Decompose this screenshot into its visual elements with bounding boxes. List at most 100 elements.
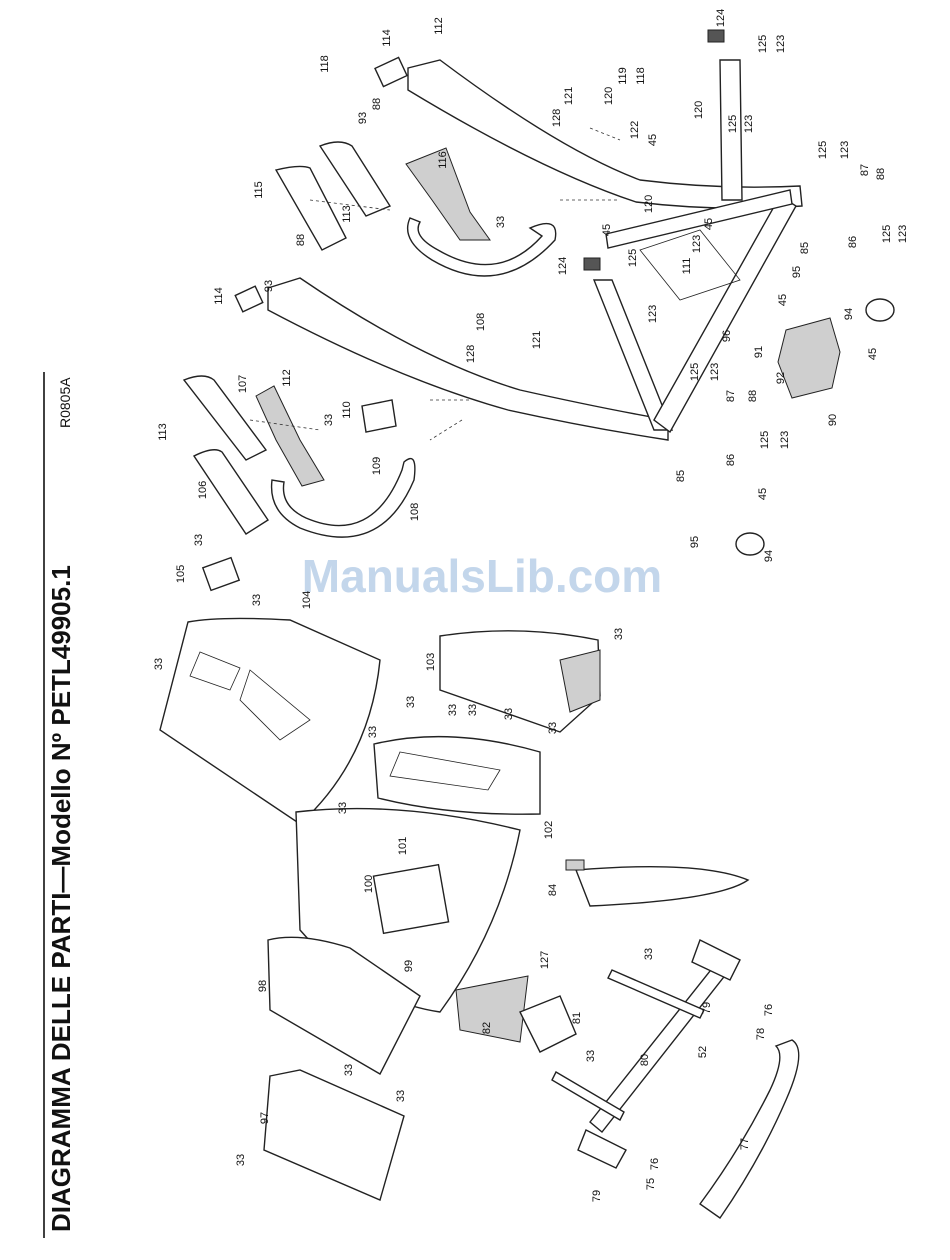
part-label-33: 33 xyxy=(547,722,559,734)
part-label-91: 91 xyxy=(753,346,765,358)
part-label-75: 75 xyxy=(645,1178,657,1190)
part-label-123: 123 xyxy=(779,431,791,449)
part-label-80: 80 xyxy=(639,1054,651,1066)
part-label-125: 125 xyxy=(881,225,893,243)
part-label-123: 123 xyxy=(691,235,703,253)
part-label-112: 112 xyxy=(281,369,293,387)
part-label-114: 114 xyxy=(381,29,393,47)
part-label-116: 116 xyxy=(437,151,449,169)
part-label-115: 115 xyxy=(253,181,265,199)
part-label-113: 113 xyxy=(341,205,353,223)
part-label-125: 125 xyxy=(727,115,739,133)
part-label-86: 86 xyxy=(725,454,737,466)
part-label-114: 114 xyxy=(213,287,225,305)
part-label-33: 33 xyxy=(153,658,165,670)
part-label-120: 120 xyxy=(603,87,615,105)
part-label-111: 111 xyxy=(681,258,693,275)
part-label-121: 121 xyxy=(563,87,575,105)
part-label-78: 78 xyxy=(755,1028,767,1040)
part-label-33: 33 xyxy=(585,1050,597,1062)
part-label-79: 79 xyxy=(591,1190,603,1202)
part-label-88: 88 xyxy=(371,98,383,110)
part-label-87: 87 xyxy=(725,390,737,402)
part-label-33: 33 xyxy=(495,216,507,228)
part-label-121: 121 xyxy=(531,331,543,349)
part-label-123: 123 xyxy=(743,115,755,133)
part-label-92: 92 xyxy=(775,372,787,384)
part-label-125: 125 xyxy=(757,35,769,53)
part-label-100: 100 xyxy=(363,875,375,893)
part-label-33: 33 xyxy=(503,708,515,720)
part-label-118: 118 xyxy=(319,55,331,73)
part-label-45: 45 xyxy=(647,134,659,146)
part-label-94: 94 xyxy=(763,550,775,562)
part-label-45: 45 xyxy=(757,488,769,500)
part-label-110: 110 xyxy=(341,401,353,419)
part-label-96: 96 xyxy=(721,330,733,342)
part-label-108: 108 xyxy=(475,313,487,331)
part-label-33: 33 xyxy=(467,704,479,716)
part-label-88: 88 xyxy=(747,390,759,402)
part-label-88: 88 xyxy=(875,168,887,180)
part-label-125: 125 xyxy=(627,249,639,267)
part-label-112: 112 xyxy=(433,17,445,35)
part-label-87: 87 xyxy=(859,164,871,176)
part-label-128: 128 xyxy=(551,109,563,127)
part-label-33: 33 xyxy=(323,414,335,426)
part-label-123: 123 xyxy=(775,35,787,53)
part-label-33: 33 xyxy=(193,534,205,546)
part-label-120: 120 xyxy=(643,195,655,213)
part-label-105: 105 xyxy=(175,565,187,583)
part-label-86: 86 xyxy=(847,236,859,248)
console-shells xyxy=(159,556,750,1201)
base-frame xyxy=(519,939,800,1219)
part-label-94: 94 xyxy=(843,308,855,320)
part-label-125: 125 xyxy=(759,431,771,449)
part-label-118: 118 xyxy=(635,67,647,85)
part-label-95: 95 xyxy=(791,266,803,278)
part-label-45: 45 xyxy=(777,294,789,306)
part-label-113: 113 xyxy=(157,423,169,441)
part-label-77: 77 xyxy=(739,1138,751,1150)
part-label-108: 108 xyxy=(409,503,421,521)
part-label-119: 119 xyxy=(617,67,629,85)
part-label-33: 33 xyxy=(395,1090,407,1102)
upright-frame xyxy=(182,29,895,556)
part-label-127: 127 xyxy=(539,951,551,969)
part-label-125: 125 xyxy=(817,141,829,159)
part-label-128: 128 xyxy=(465,345,477,363)
part-label-104: 104 xyxy=(301,591,313,609)
part-label-102: 102 xyxy=(543,821,555,839)
part-label-33: 33 xyxy=(337,802,349,814)
part-label-76: 76 xyxy=(763,1004,775,1016)
part-label-85: 85 xyxy=(675,470,687,482)
watermark: ManualsLib.com xyxy=(302,550,662,602)
part-label-90: 90 xyxy=(827,414,839,426)
part-label-97: 97 xyxy=(259,1112,271,1124)
page-title: DIAGRAMMA DELLE PARTI—Modello Nº PETL499… xyxy=(46,565,76,1232)
part-label-101: 101 xyxy=(397,837,409,855)
part-label-45: 45 xyxy=(867,348,879,360)
part-label-84: 84 xyxy=(547,884,559,896)
part-label-106: 106 xyxy=(197,481,209,499)
part-label-33: 33 xyxy=(343,1064,355,1076)
part-label-123: 123 xyxy=(839,141,851,159)
part-label-123: 123 xyxy=(897,225,909,243)
part-label-123: 123 xyxy=(709,363,721,381)
part-label-82: 82 xyxy=(481,1022,493,1034)
part-label-81: 81 xyxy=(571,1012,583,1024)
part-label-93: 93 xyxy=(357,112,369,124)
doc-code: R0805A xyxy=(57,377,73,428)
part-label-45: 45 xyxy=(703,218,715,230)
part-label-93: 93 xyxy=(263,280,275,292)
part-label-76: 76 xyxy=(649,1158,661,1170)
part-label-123: 123 xyxy=(647,305,659,323)
part-label-85: 85 xyxy=(799,242,811,254)
part-label-109: 109 xyxy=(371,457,383,475)
part-label-122: 122 xyxy=(629,121,641,139)
part-label-33: 33 xyxy=(613,628,625,640)
part-label-120: 120 xyxy=(693,101,705,119)
part-label-33: 33 xyxy=(235,1154,247,1166)
